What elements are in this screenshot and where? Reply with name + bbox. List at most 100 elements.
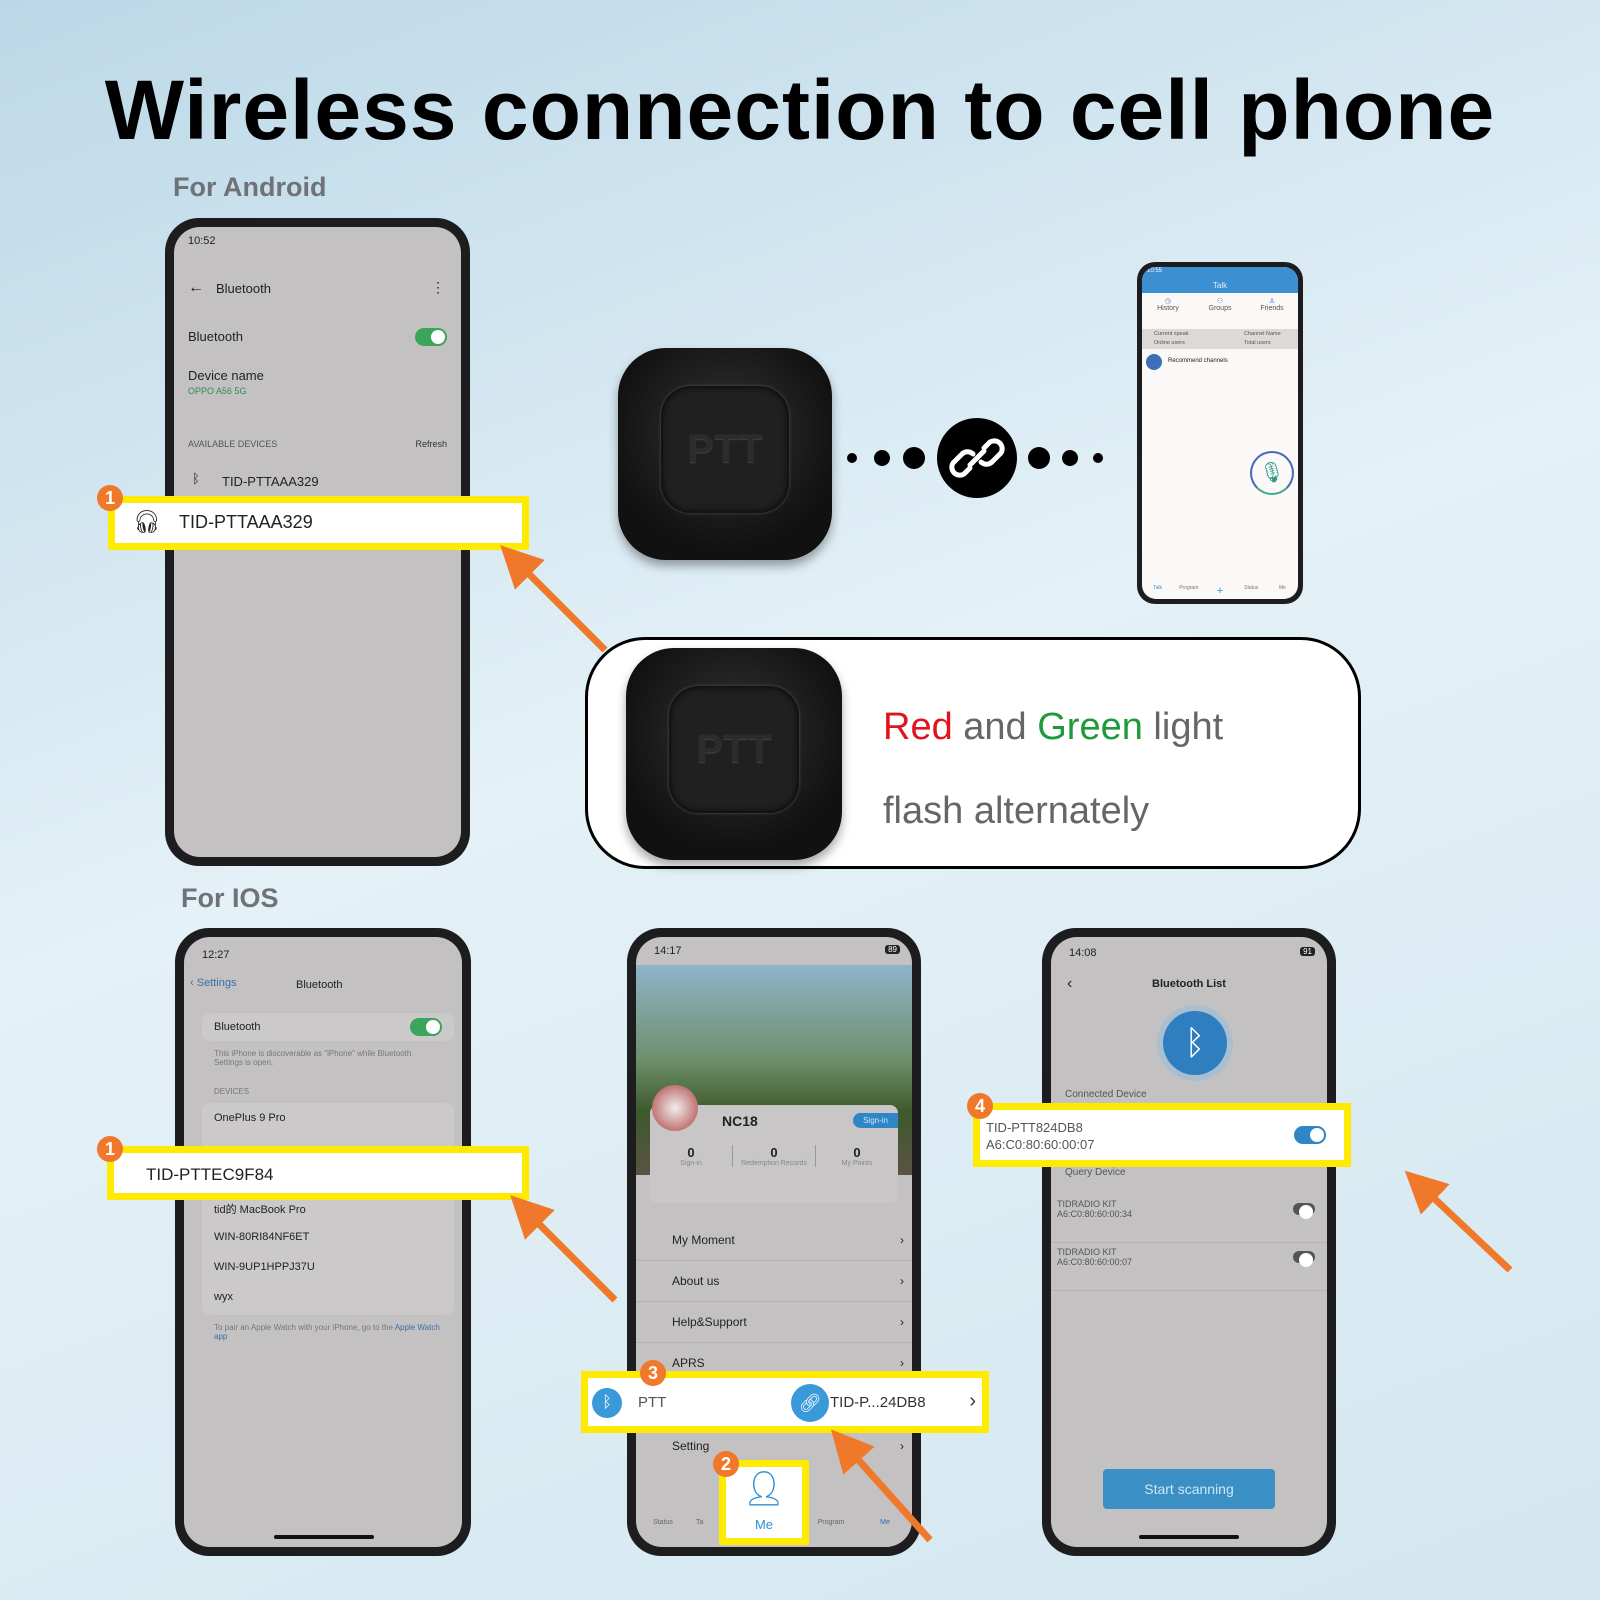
groups-icon: ⚇ <box>1216 298 1224 305</box>
info-bar: Current speak Channel Name Online users … <box>1142 329 1298 349</box>
ptt-label: PTT <box>638 1394 667 1411</box>
apple-watch-link[interactable]: Apple Watch app <box>214 1323 440 1341</box>
friend-icon: ♙ <box>1268 298 1276 305</box>
status-time: 14:08 <box>1069 947 1097 959</box>
talk-app-phone: 10:55 Talk ◷History ⚇Groups ♙Friends Cur… <box>1137 262 1303 604</box>
ptt-button: PTT <box>669 686 799 814</box>
nav-me[interactable]: Me <box>1278 585 1286 591</box>
refresh-button[interactable]: Refresh <box>415 439 447 449</box>
step-badge-2: 2 <box>713 1451 739 1477</box>
menu-help-support[interactable]: Help&Support› <box>636 1303 912 1343</box>
info-channel-name: Channel Name <box>1244 331 1281 337</box>
status-time: 10:55 <box>1147 268 1163 274</box>
arrow-2 <box>510 1195 618 1303</box>
status-time: 14:17 <box>654 945 682 957</box>
status-time: 10:52 <box>188 235 216 247</box>
highlight-ios-device[interactable]: TID-PTTEC9F84 <box>107 1146 529 1200</box>
nav-me[interactable]: Me <box>880 1519 890 1526</box>
connected-toggle[interactable] <box>1294 1126 1326 1144</box>
nav-program[interactable]: Program <box>1179 585 1199 591</box>
me-tab-label: Me <box>754 1517 774 1532</box>
callout-line-1: Red and Green light <box>883 706 1224 748</box>
watch-note: To pair an Apple Watch with your iPhone,… <box>214 1323 440 1341</box>
ios-screen: 12:27 ‹ Settings Bluetooth Bluetooth Thi… <box>184 937 462 1547</box>
start-scanning-button[interactable]: Start scanning <box>1103 1469 1275 1509</box>
tab-groups[interactable]: ⚇Groups <box>1194 297 1246 312</box>
device-item[interactable]: tid的 MacBook Pro <box>214 1204 306 1216</box>
nav-talk[interactable]: Ta <box>696 1519 704 1526</box>
bluetooth-icon: ᛒ <box>592 1388 622 1418</box>
device-item[interactable]: OnePlus 9 Pro <box>214 1112 286 1124</box>
recommend-channels[interactable]: Recommend channels <box>1168 358 1228 364</box>
bluetooth-toggle[interactable] <box>410 1018 442 1036</box>
nav-program[interactable]: Program <box>817 1519 845 1526</box>
page-title: Wireless connection to cell phone <box>104 63 1496 157</box>
headphones-icon: 🎧︎ <box>133 509 161 534</box>
device-item[interactable]: WIN-80RI84NF6ET <box>214 1231 310 1243</box>
highlight-device-name: TID-PTTEC9F84 <box>146 1165 274 1184</box>
device-list: OnePlus 9 Pro tid的 MacBook Pro WIN-80RI8… <box>202 1103 454 1315</box>
connection-link-graphic <box>847 418 1103 498</box>
signin-button[interactable]: Sign-in <box>853 1113 898 1128</box>
ptt-device-image: PTT <box>618 348 832 560</box>
green-word: Green <box>1037 706 1143 748</box>
username: NC18 <box>722 1113 758 1129</box>
info-current-speak: Current speak <box>1154 331 1189 337</box>
red-word: Red <box>883 706 953 748</box>
talk-header: 10:55 Talk <box>1142 267 1298 293</box>
info-online-users: Online users <box>1154 340 1185 346</box>
menu-my-moment[interactable]: My Moment› <box>636 1221 912 1261</box>
person-icon: 👤︎ <box>742 1470 786 1508</box>
dot <box>847 453 857 463</box>
highlight-me-tab[interactable]: 👤︎ Me <box>719 1460 809 1545</box>
microphone-icon[interactable]: 🎙︎ <box>1250 451 1294 495</box>
talk-title: Talk <box>1212 281 1228 290</box>
bluetooth-icon: ᛒ <box>192 471 200 486</box>
link-icon <box>949 438 1005 478</box>
device-toggle[interactable] <box>1293 1203 1315 1219</box>
arrow-4 <box>1404 1170 1513 1273</box>
highlight-android-device[interactable]: 🎧︎ TID-PTTAAA329 <box>108 496 529 550</box>
plus-icon[interactable]: + <box>1216 585 1224 597</box>
ptt-device-value: TID-P...24DB8 <box>830 1394 926 1411</box>
menu-about-us[interactable]: About us› <box>636 1262 912 1302</box>
back-arrow-icon[interactable]: ← <box>188 279 204 296</box>
nav-status[interactable]: Status <box>653 1519 673 1526</box>
step-badge-1: 1 <box>97 485 123 511</box>
bluetooth-toggle[interactable] <box>415 328 447 346</box>
header-title: Bluetooth <box>216 281 271 296</box>
device-item[interactable]: WIN-9UP1HPPJ37U <box>214 1261 315 1273</box>
highlight-connected-device[interactable]: TID-PTT824DB8 A6:C0:80:60:00:07 <box>973 1103 1351 1167</box>
status-time: 12:27 <box>202 949 230 961</box>
link-icon: 🔗︎ <box>791 1384 829 1422</box>
back-settings-link[interactable]: ‹ Settings <box>190 977 237 989</box>
more-icon[interactable]: ⋮ <box>431 279 445 295</box>
nav-status[interactable]: Status <box>1244 585 1259 591</box>
available-devices-label: AVAILABLE DEVICES <box>188 439 278 449</box>
nav-talk[interactable]: Talk <box>1153 585 1163 591</box>
tab-friends[interactable]: ♙Friends <box>1246 297 1298 312</box>
device-toggle[interactable] <box>1293 1251 1315 1267</box>
devices-header: DEVICES <box>214 1087 250 1096</box>
recommend-icon <box>1146 354 1162 370</box>
menu-setting[interactable]: Setting› <box>672 1439 904 1453</box>
back-icon[interactable]: ‹ <box>1067 975 1073 992</box>
battery-indicator: 89 <box>885 945 900 954</box>
step-badge-4: 4 <box>967 1093 993 1119</box>
device-item[interactable]: TID-PTTAAA329 <box>222 474 319 489</box>
callout-line-2: flash alternately <box>883 790 1150 832</box>
device-item[interactable]: wyx <box>214 1291 233 1303</box>
device-name-label: Device name <box>188 368 264 383</box>
bluetooth-label: Bluetooth <box>188 329 243 344</box>
avatar[interactable] <box>652 1085 698 1131</box>
tab-history[interactable]: ◷History <box>1142 297 1194 312</box>
dot <box>1093 453 1103 463</box>
home-indicator <box>1139 1535 1239 1539</box>
bluetooth-row: Bluetooth <box>202 1013 454 1041</box>
